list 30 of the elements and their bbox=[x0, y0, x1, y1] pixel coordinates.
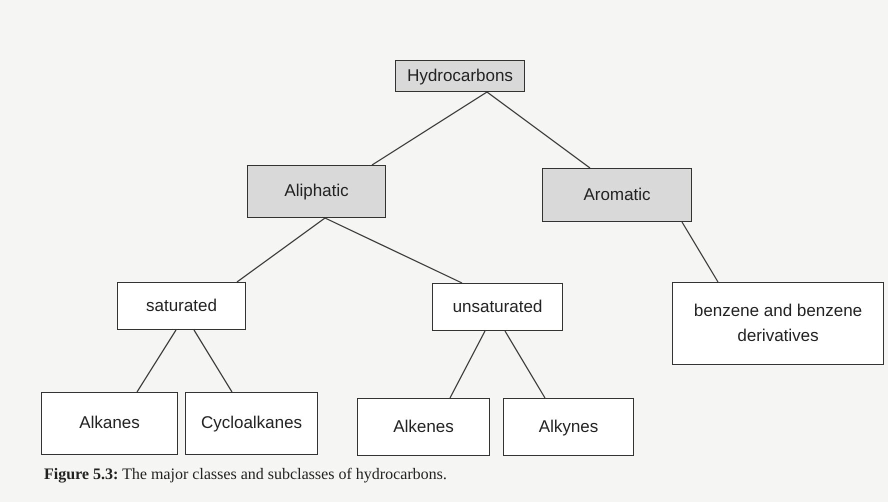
category-box bbox=[357, 398, 490, 456]
connector-line bbox=[681, 222, 719, 282]
connector-line bbox=[324, 217, 462, 284]
category-box bbox=[117, 282, 246, 330]
category-box bbox=[542, 168, 692, 222]
category-box bbox=[503, 398, 634, 456]
connector-line bbox=[504, 330, 546, 398]
category-label: Alkynes bbox=[538, 416, 598, 438]
connector-line bbox=[236, 218, 326, 282]
category-label: unsaturated bbox=[452, 296, 542, 318]
category-box bbox=[395, 60, 525, 92]
connector-line bbox=[193, 330, 233, 392]
category-label: Aliphatic bbox=[284, 180, 349, 202]
category-box bbox=[247, 165, 386, 218]
category-label: Alkanes bbox=[79, 412, 140, 434]
category-label: Aromatic bbox=[583, 184, 651, 206]
category-box bbox=[432, 283, 563, 331]
category-label: Hydrocarbons bbox=[407, 64, 513, 87]
category-box bbox=[672, 282, 884, 365]
category-label: Alkenes bbox=[393, 416, 454, 438]
category-box bbox=[185, 392, 318, 455]
category-box bbox=[41, 392, 178, 455]
figure-caption: Figure 5.3: The major classes and subclasses of hydrocarbons. bbox=[44, 466, 447, 484]
connector-line bbox=[372, 92, 488, 166]
category-label: Cycloalkanes bbox=[200, 412, 302, 434]
connector-line bbox=[486, 92, 590, 168]
category-label: benzene and benzene derivatives bbox=[692, 300, 864, 346]
category-label: saturated bbox=[146, 294, 217, 317]
connector-line bbox=[136, 330, 176, 392]
connector-line bbox=[449, 330, 486, 398]
